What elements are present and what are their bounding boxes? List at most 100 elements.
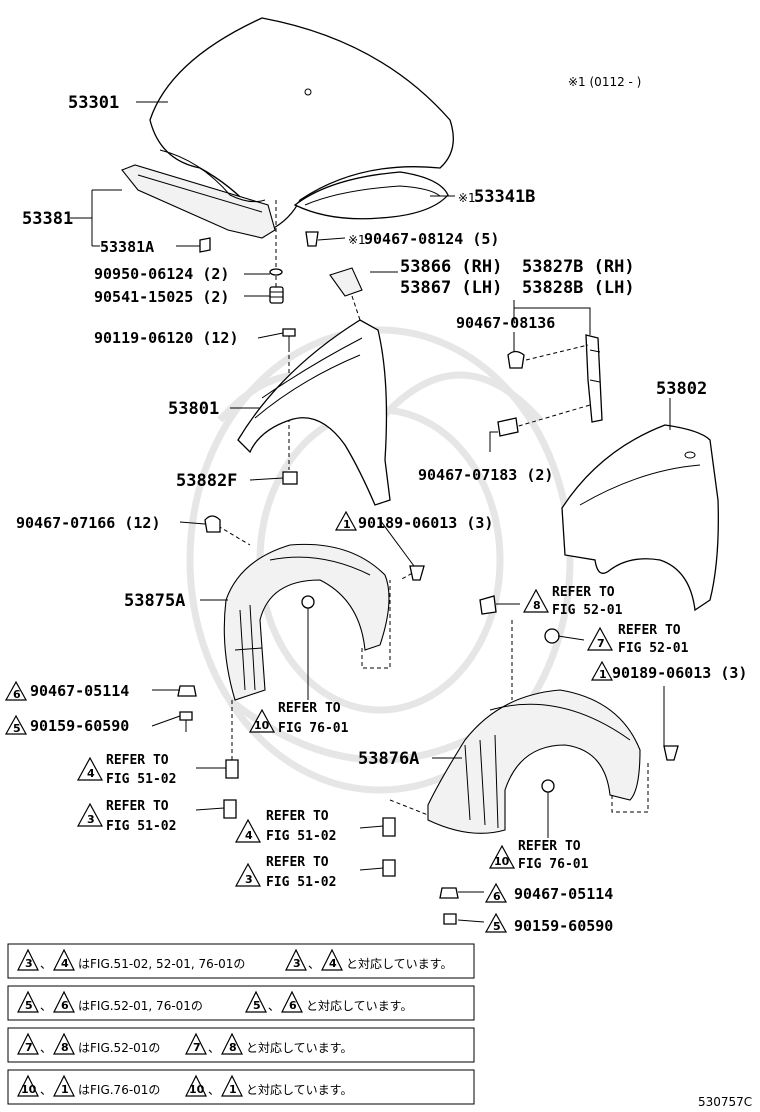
fn3-sep: 、 (40, 1041, 52, 1055)
footnote-1: 3 、 4 はFIG.51-02, 52-01, 76-01の 3 、 4 と対… (7, 943, 475, 979)
bracket-dash (511, 344, 591, 429)
header-note: ※1 (0112 - ) (568, 75, 641, 89)
label-90119: 90119-06120 (12) (94, 329, 239, 347)
label-53866: 53866 (RH) (400, 257, 502, 277)
tri-10-b-icon (488, 844, 516, 869)
fn1-tri-a-num: 3 (25, 957, 33, 970)
label-90467-05114-a: 90467-05114 (30, 682, 129, 700)
tri-3-b-icon (234, 862, 262, 887)
screw-rh-drawing (541, 779, 555, 793)
refer-to-4b: REFER TO (266, 809, 329, 824)
bumper-stop-drawing (269, 286, 284, 304)
fn4-sep: 、 (40, 1083, 52, 1097)
fig-51-02-4a: FIG 51-02 (106, 772, 176, 787)
tri-3-a-num: 3 (87, 813, 95, 826)
clip-90189-a-drawing (409, 565, 425, 581)
refer-to-10b: REFER TO (518, 839, 581, 854)
label-90950: 90950-06124 (2) (94, 265, 229, 283)
tri-8-num: 8 (533, 599, 541, 612)
fn2-tri-d-num: 6 (289, 999, 297, 1012)
label-90467-07183: 90467-07183 (2) (418, 466, 553, 484)
tri-1-b-icon (590, 660, 614, 681)
label-90467-07166: 90467-07166 (12) (16, 514, 161, 532)
tri-7-icon (586, 626, 614, 651)
fig-51-02-3b: FIG 51-02 (266, 875, 336, 890)
fn1-tri-c-num: 3 (293, 957, 301, 970)
fn2-sep: 、 (40, 999, 52, 1013)
hood-drawing (149, 17, 454, 231)
fn3-sep-2: 、 (208, 1041, 220, 1055)
tri-3-a-icon (76, 802, 104, 827)
fig-76-01-10a: FIG 76-01 (278, 721, 349, 736)
fn4-tri-a-num: 10 (21, 1083, 37, 1096)
refer-to-3a: REFER TO (106, 799, 169, 814)
label-53802: 53802 (656, 379, 707, 399)
tri-6-a-num: 6 (13, 688, 21, 701)
liner-lh-drawing (223, 543, 390, 701)
refer-to-3b: REFER TO (266, 855, 329, 870)
fig-52-01-7: FIG 52-01 (618, 641, 689, 656)
nut-05114-a-drawing (177, 685, 197, 697)
tri-10-a-num: 10 (254, 719, 270, 732)
fn3-tri-b-num: 8 (61, 1041, 69, 1054)
fn4-text-b: と対応しています。 (246, 1083, 352, 1097)
label-53801: 53801 (168, 399, 219, 419)
fn3-tri-d-num: 8 (229, 1041, 237, 1054)
leader-lines (70, 101, 671, 923)
refer-to-8: REFER TO (552, 585, 615, 600)
tri-1-a-num: 1 (343, 518, 351, 531)
tri-5-b-icon (484, 912, 508, 933)
fn2-sep-2: 、 (268, 999, 280, 1013)
tri-6-b-num: 6 (493, 890, 501, 903)
tri-4-b-num: 4 (245, 829, 253, 842)
label-53827b: 53827B (RH) (522, 257, 635, 277)
label-53381: 53381 (22, 209, 73, 229)
label-90189-a: 90189-06013 (3) (358, 514, 493, 532)
tri-5-a-num: 5 (13, 722, 21, 735)
tri-1-b-num: 1 (599, 668, 607, 681)
label-90159-b: 90159-60590 (514, 917, 613, 935)
label-53876a: 53876A (358, 749, 419, 769)
tri-6-b-icon (484, 882, 508, 903)
label-53341b: 53341B (474, 187, 535, 207)
mark-53341b: ※1 (458, 191, 476, 205)
tri-4-b-icon (234, 818, 262, 843)
fn4-tri-c-num: 10 (189, 1083, 205, 1096)
bracket-53827b-drawing (585, 334, 603, 423)
clip-52-01-a-drawing (479, 595, 497, 615)
clip-90467-07183-drawing (497, 417, 519, 437)
label-53875a: 53875A (124, 591, 185, 611)
fender-dash (351, 295, 361, 321)
tri-1-a-icon (334, 510, 358, 531)
clip-90467-07166-drawing (204, 515, 221, 533)
label-53867: 53867 (LH) (400, 278, 502, 298)
fn3-text-a: はFIG.52-01の (78, 1041, 160, 1055)
label-53882f: 53882F (176, 471, 237, 491)
label-53301: 53301 (68, 93, 119, 113)
liner-rh-dash (389, 620, 649, 816)
bolt-60590-a-drawing (179, 711, 193, 732)
fn1-text-b: と対応しています。 (346, 957, 452, 971)
fn1-text-a: はFIG.51-02, 52-01, 76-01の (78, 957, 245, 971)
bolt-51-02-b-drawing (223, 799, 237, 819)
tri-8-icon (522, 588, 550, 613)
label-53381a: 53381A (100, 238, 154, 256)
tri-10-b-num: 10 (494, 855, 510, 868)
fender-rh-drawing (561, 424, 719, 612)
mark-90467-08124: ※1 (348, 233, 366, 247)
fn4-tri-b-num: 1 (61, 1083, 69, 1096)
tri-7-num: 7 (597, 637, 605, 650)
tri-5-a-icon (4, 714, 28, 735)
fig-52-01-8: FIG 52-01 (552, 603, 623, 618)
clip-90467-08124-drawing (305, 231, 319, 247)
label-90467-08136: 90467-08136 (456, 314, 555, 332)
label-53828b: 53828B (LH) (522, 278, 635, 298)
bolt-51-02-c-drawing (382, 817, 396, 837)
bolt-51-02-a-drawing (225, 759, 239, 779)
nut-52-01-b-drawing (544, 628, 560, 644)
washer-drawing (269, 268, 283, 276)
footnote-3: 7 、 8 はFIG.52-01の 7 、 8 と対応しています。 (7, 1027, 475, 1063)
fn1-tri-d-num: 4 (329, 957, 337, 970)
fn1-tri-b-num: 4 (61, 957, 69, 970)
